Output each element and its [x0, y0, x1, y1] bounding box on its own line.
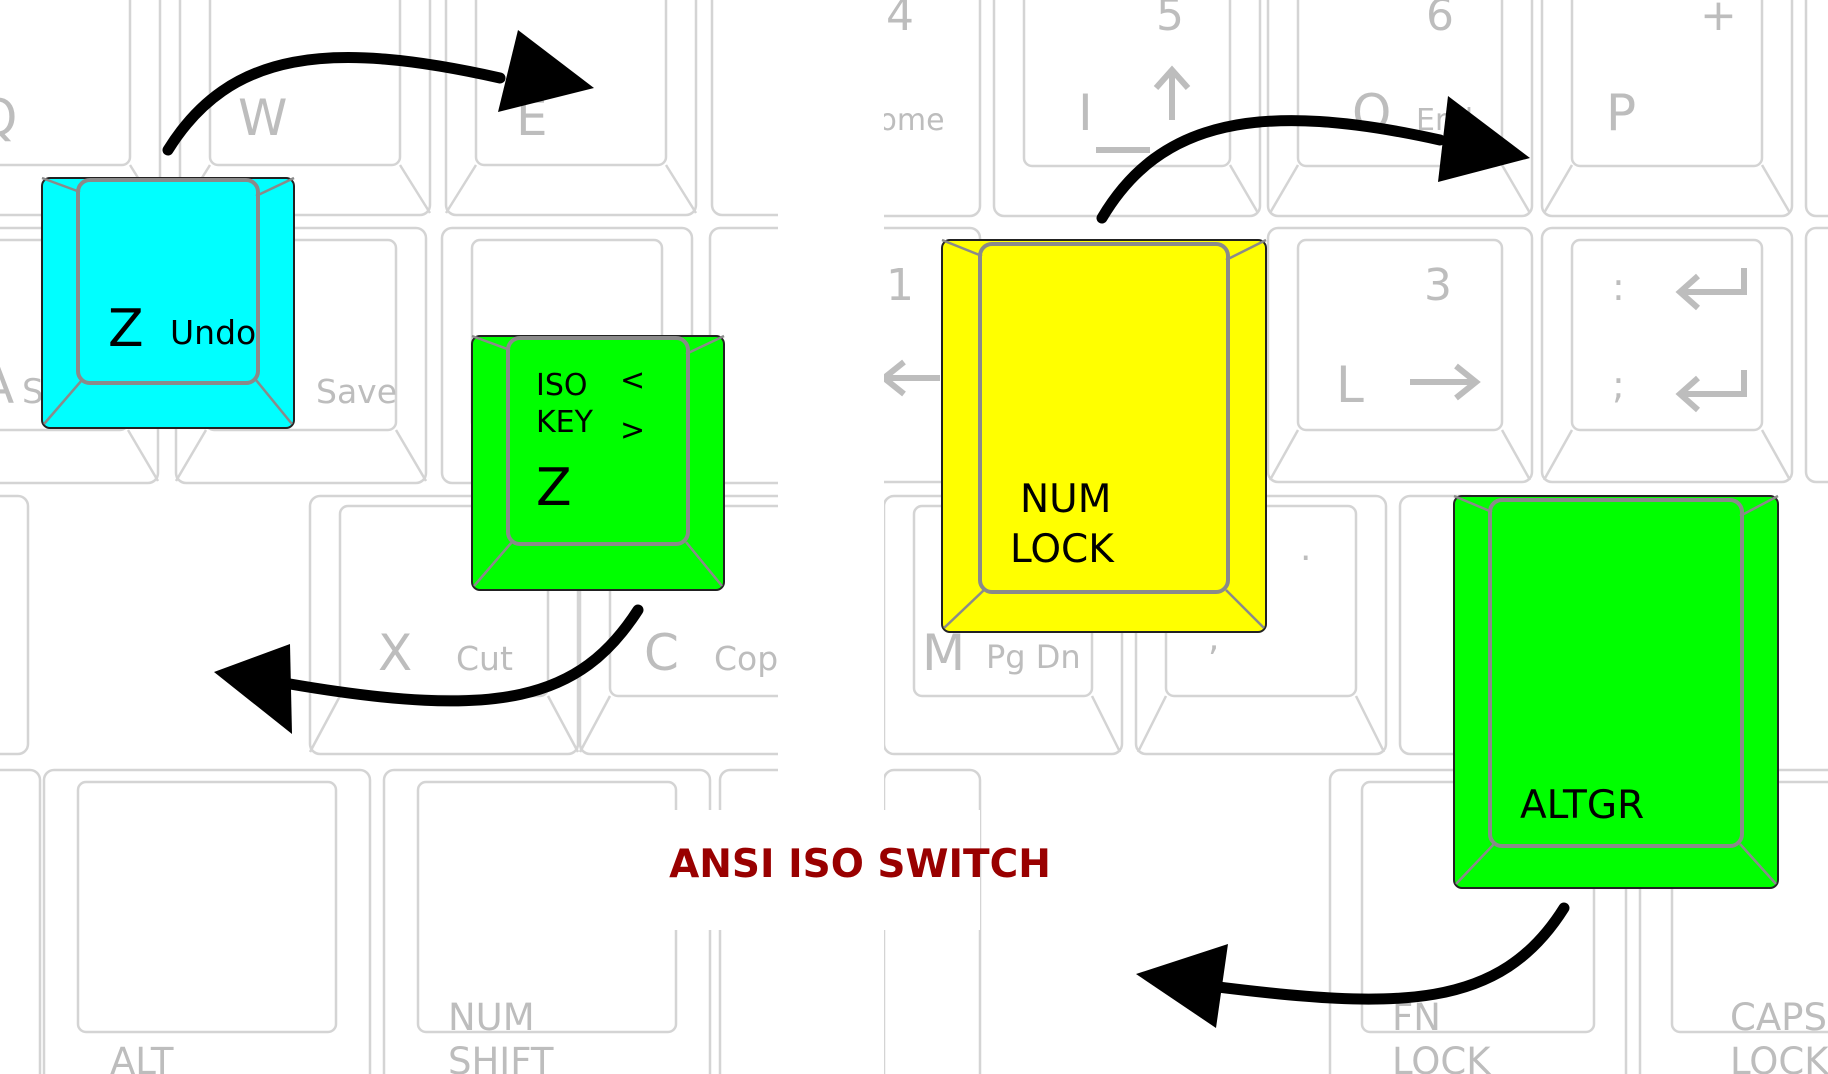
bg-label-a: A [0, 357, 14, 415]
bg-label-alt: ALT [110, 1040, 174, 1074]
left-background-labels: Q W E A S Save X Cut C Copy ALT NUM SHIF… [0, 89, 798, 1074]
bg-label-copy: Copy [714, 639, 798, 678]
bg-label-pgdn: Pg Dn [986, 638, 1081, 676]
bg-label-5: 5 [1156, 0, 1184, 41]
left-arrow-icon [884, 359, 940, 397]
bg-label-3: 3 [1424, 260, 1452, 311]
bg-label-l: L [1336, 356, 1364, 414]
bg-label-1: 1 [886, 260, 914, 311]
arrow-numlock-to-p [1096, 96, 1530, 224]
bg-label-lock: LOCK [1392, 1040, 1492, 1074]
bg-label-s: S [22, 372, 44, 412]
iso-key-gt: > [620, 413, 645, 448]
yellow-num-lock-key: NUM LOCK [941, 238, 1267, 633]
bg-label-caps-lock: LOCK [1730, 1040, 1828, 1074]
bg-label-semicolon: ; [1612, 363, 1625, 407]
iso-key-line2: KEY [536, 405, 594, 440]
bg-label-i: I [1078, 84, 1093, 142]
caption-backdrop [660, 810, 980, 930]
num-lock-line2: LOCK [1010, 527, 1115, 572]
bg-label-shift: SHIFT [448, 1040, 554, 1074]
right-background-arrows [884, 65, 1747, 413]
bg-label-comma: , [1208, 618, 1219, 659]
arrow-cyan-to-e [162, 30, 594, 156]
bg-label-p: P [1606, 84, 1636, 142]
left-panel: Q W E A S Save X Cut C Copy ALT NUM SHIF… [0, 0, 798, 1074]
bg-label-6: 6 [1426, 0, 1454, 41]
bg-label-colon: : [1612, 265, 1625, 309]
bg-label-4: 4 [886, 0, 914, 41]
cyan-key-letter: Z [108, 299, 144, 359]
bg-label-plus: + [1700, 0, 1737, 41]
bg-label-save: Save [316, 372, 397, 411]
return-icon-upper [1675, 268, 1747, 311]
arrow-altgr-to-left [1136, 902, 1570, 1028]
diagram-caption: ANSI ISO SWITCH [669, 842, 1051, 887]
cyan-z-undo-key: Z Undo [41, 176, 295, 429]
num-lock-line1: NUM [1020, 477, 1111, 522]
right-arrow-icon [1410, 363, 1481, 401]
iso-key-letter: Z [536, 458, 572, 518]
green-iso-key: ISO KEY < > Z [471, 334, 725, 591]
bg-label-home: Home [856, 103, 945, 138]
bg-label-q: Q [0, 89, 17, 147]
cyan-key-action: Undo [170, 313, 256, 352]
bg-label-w: W [238, 89, 287, 147]
bg-label-cut: Cut [456, 639, 513, 678]
bg-label-caps: CAPS [1730, 996, 1827, 1039]
iso-key-line1: ISO [536, 368, 588, 403]
up-arrow-icon [1153, 65, 1191, 120]
bg-label-dot: . [1300, 528, 1311, 569]
iso-key-lt: < [620, 363, 645, 398]
altgr-label: ALTGR [1520, 783, 1644, 828]
bg-label-x: X [378, 624, 412, 682]
bg-label-m: M [922, 624, 965, 682]
arrow-iso-to-left [214, 604, 644, 734]
bg-label-c: C [644, 624, 679, 682]
bg-label-num: NUM [448, 996, 535, 1039]
right-panel: 4 5 6 + Home I O End P 1 3 : ; L M Pg Dn… [856, 0, 1828, 1074]
return-icon-lower [1675, 370, 1747, 413]
green-altgr-key: ALTGR [1453, 494, 1779, 889]
